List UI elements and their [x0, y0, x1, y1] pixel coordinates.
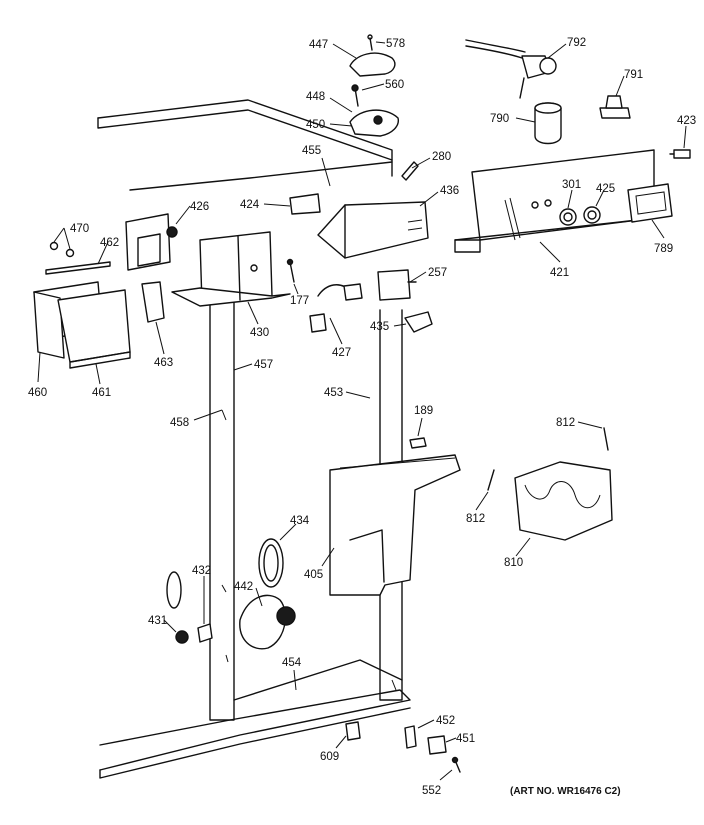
callout-leaders: [37, 41, 687, 781]
part-812-wire-right: [603, 427, 609, 451]
part-189-clip: [409, 437, 427, 449]
callout-405: 405: [304, 569, 323, 581]
part-810-heater: [514, 461, 613, 541]
part-578-screw: [367, 34, 373, 51]
part-424-switch: [289, 193, 321, 215]
callout-454: 454: [282, 657, 302, 669]
part-301-knob: [559, 208, 577, 226]
callout-442: 442: [234, 581, 253, 593]
callout-189: 189: [414, 405, 433, 417]
part-451-hinge: [427, 735, 447, 755]
part-560-screw: [351, 84, 359, 107]
part-257-relay: [377, 269, 417, 301]
part-426-bracket: [125, 213, 178, 271]
callout-462: 462: [100, 237, 119, 249]
callout-560: 560: [385, 79, 404, 91]
callout-430: 430: [250, 327, 269, 339]
part-789-cover: [627, 183, 673, 223]
callout-450: 450: [306, 119, 325, 131]
part-280-clip: [401, 161, 419, 181]
callout-421: 421: [550, 267, 569, 279]
callout-457: 457: [254, 359, 273, 371]
part-432-bushing: [197, 623, 213, 643]
part-gasket-left: [166, 571, 182, 609]
callout-434: 434: [290, 515, 310, 527]
callout-812-bottom: 812: [466, 513, 485, 525]
callout-470: 470: [70, 223, 89, 235]
callout-789: 789: [654, 243, 673, 255]
part-431-grommet: [175, 630, 189, 644]
callout-810: 810: [504, 557, 523, 569]
callout-425: 425: [596, 183, 615, 195]
callout-578: 578: [386, 38, 405, 50]
part-461-duct: [57, 289, 131, 369]
callout-447: 447: [309, 39, 328, 51]
callout-426: 426: [190, 201, 209, 213]
part-452-bracket: [404, 725, 417, 749]
part-463-clip: [141, 281, 165, 323]
part-462-plate: [45, 261, 111, 275]
callout-461: 461: [92, 387, 111, 399]
callout-792: 792: [567, 37, 586, 49]
part-405-duct: [329, 454, 461, 596]
callout-812-top: 812: [556, 417, 575, 429]
part-427-harness: [309, 283, 363, 333]
callout-432: 432: [192, 565, 211, 577]
callout-448: 448: [306, 91, 325, 103]
part-435-clip: [404, 311, 433, 333]
callout-423: 423: [677, 115, 696, 127]
callout-460: 460: [28, 387, 47, 399]
callout-452: 452: [436, 715, 455, 727]
part-447-cover: [349, 52, 396, 77]
callout-609: 609: [320, 751, 339, 763]
callout-435: 435: [370, 321, 389, 333]
callout-451: 451: [456, 733, 475, 745]
callout-427: 427: [332, 347, 351, 359]
part-423-bulb: [669, 149, 691, 159]
callout-424: 424: [240, 199, 260, 211]
part-177-screw: [286, 258, 295, 283]
part-791-cap: [599, 95, 631, 119]
callout-301: 301: [562, 179, 581, 191]
part-442-fan: [239, 594, 296, 650]
part-792-motor-wires: [465, 39, 557, 99]
callout-177: 177: [290, 295, 309, 307]
part-450-housing: [349, 109, 399, 137]
callout-463: 463: [154, 357, 173, 369]
part-434-gasket: [258, 538, 284, 588]
callout-257: 257: [428, 267, 447, 279]
callout-791: 791: [624, 69, 643, 81]
part-430-shroud: [171, 231, 291, 307]
callout-790: 790: [490, 113, 509, 125]
part-790-capacitor: [534, 102, 562, 145]
part-436-housing: [317, 201, 429, 259]
callout-453: 453: [324, 387, 343, 399]
callout-436: 436: [440, 185, 459, 197]
callout-labels: 447 578 560 448 450 455 280 792 791 790 …: [28, 37, 696, 797]
part-421-control-panel: [454, 149, 655, 253]
part-552-screw: [451, 756, 461, 773]
callout-455: 455: [302, 145, 321, 157]
part-470-screws: [49, 241, 75, 258]
callout-552: 552: [422, 785, 441, 797]
part-609-spacer: [345, 721, 361, 741]
art-number: (ART NO. WR16476 C2): [510, 786, 621, 797]
part-812-wire-left: [487, 469, 495, 491]
callout-458: 458: [170, 417, 189, 429]
callout-280: 280: [432, 151, 451, 163]
part-425-knob: [583, 206, 601, 224]
callout-431: 431: [148, 615, 167, 627]
